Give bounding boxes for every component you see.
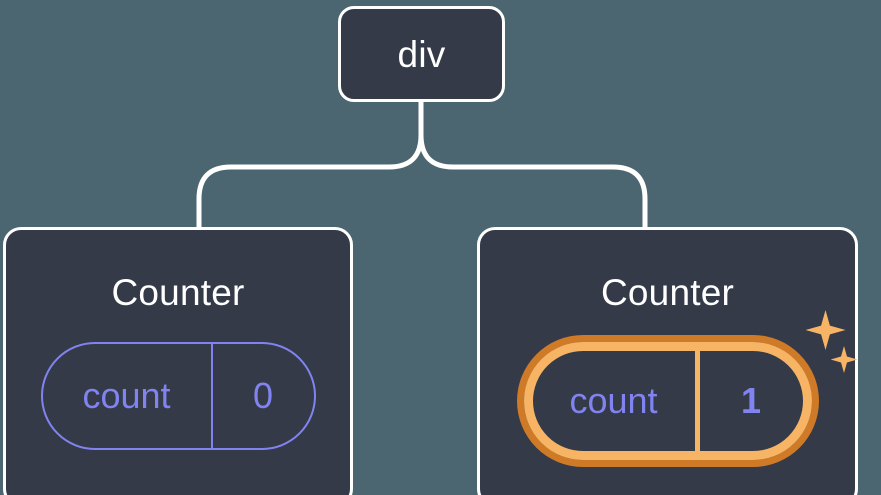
- sparkle-icon-large: [805, 310, 846, 350]
- edge-root-to-left-child: [196, 132, 424, 230]
- state-pill-left-body: count 0: [40, 342, 316, 450]
- state-key-right: count: [533, 351, 700, 451]
- state-pill-left[interactable]: count 0: [40, 342, 316, 450]
- sparkle-group: [800, 306, 870, 386]
- node-counter-left-label: Counter: [111, 272, 245, 313]
- state-value-left: 0: [252, 375, 274, 416]
- state-key-left: count: [43, 344, 213, 448]
- sparkle-icon-small: [830, 346, 858, 373]
- node-root-label: div: [397, 33, 446, 75]
- state-pill-right-body: count 1: [523, 342, 812, 460]
- state-value-right: 1: [740, 380, 762, 421]
- node-root-div[interactable]: div: [338, 6, 505, 102]
- node-counter-left[interactable]: Counter count 0: [3, 227, 353, 495]
- node-counter-right-label: Counter: [600, 272, 735, 313]
- edge-root-to-children: [418, 99, 648, 230]
- state-pill-right[interactable]: count 1: [523, 310, 858, 460]
- node-counter-right[interactable]: Counter count 1: [477, 227, 858, 495]
